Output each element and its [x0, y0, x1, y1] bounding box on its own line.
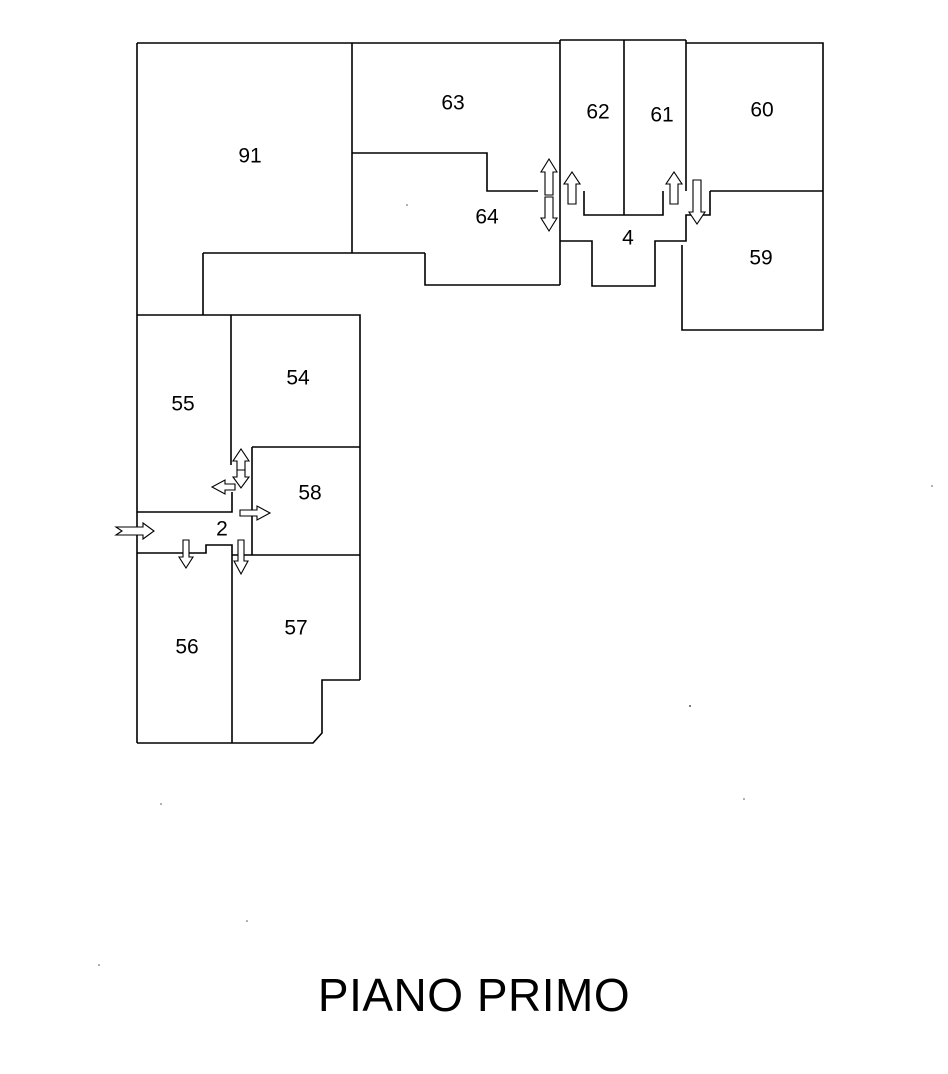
arrow-up-icon	[540, 157, 558, 196]
room-91-label: 91	[238, 145, 261, 168]
arrow-up-icon	[664, 171, 684, 205]
room-60-label: 60	[750, 99, 773, 122]
door-arrows	[114, 157, 707, 576]
room-59-label: 59	[749, 247, 772, 270]
room-58-label: 58	[298, 482, 321, 505]
room-56-label: 56	[175, 636, 198, 659]
room-62-label: 62	[586, 101, 609, 124]
room-63-label: 63	[441, 92, 464, 115]
room-54-label: 54	[286, 367, 310, 390]
arrow-down-icon	[540, 196, 558, 233]
room-2-label: 2	[216, 518, 228, 541]
arrow-right-icon	[239, 505, 272, 521]
room-55-label: 55	[171, 393, 194, 416]
walls	[136, 39, 824, 744]
arrow-up-icon	[562, 171, 582, 205]
floor-title: PIANO PRIMO	[317, 969, 631, 1021]
room-4-label: 4	[622, 227, 634, 250]
arrow-down-icon	[231, 469, 251, 489]
arrow-up-icon	[231, 448, 251, 471]
arrow-down-icon	[233, 539, 249, 576]
arrow-left-icon	[210, 479, 236, 495]
room-57-label: 57	[284, 617, 307, 640]
room-64-label: 64	[475, 206, 499, 229]
entrance-arrow-icon	[114, 521, 155, 541]
arrow-down-icon	[177, 539, 195, 570]
stray-marks	[98, 204, 933, 966]
room-labels: 91 63 62 61 60 64 4 59 55 54 58 2 56 57	[171, 92, 773, 659]
room-61-label: 61	[650, 104, 673, 127]
arrow-down-icon	[687, 179, 707, 225]
